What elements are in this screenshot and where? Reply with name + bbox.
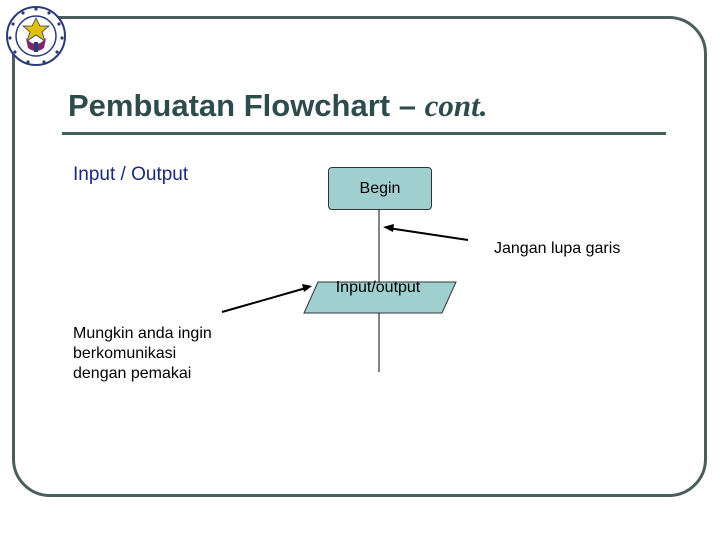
io-note-line: Mungkin anda ingin (73, 325, 212, 342)
section-label: Input / Output (73, 164, 189, 185)
io-note-line: berkomunikasi (73, 345, 177, 362)
title-underline (62, 132, 666, 135)
arrowhead-io-note (302, 284, 312, 292)
begin-label: Begin (359, 179, 401, 197)
io-parallelogram-shape (303, 281, 457, 314)
slide-title: Pembuatan Flowchart – cont. (68, 88, 487, 124)
slide-frame (12, 16, 707, 497)
title-main: Pembuatan Flowchart – (68, 88, 425, 123)
arrowhead-line-note (383, 224, 394, 232)
io-label: Input/output (335, 279, 421, 296)
io-note-line: dengan pemakai (73, 365, 192, 382)
pointer-line-note (387, 227, 469, 241)
io-note: Mungkin anda ingin berkomunikasi dengan … (73, 324, 212, 384)
begin-terminal-box: Begin (328, 167, 432, 210)
pointer-io-note (221, 287, 307, 313)
line-note: Jangan lupa garis (494, 240, 621, 257)
university-seal-icon (6, 6, 66, 66)
title-italic: cont. (424, 88, 488, 123)
